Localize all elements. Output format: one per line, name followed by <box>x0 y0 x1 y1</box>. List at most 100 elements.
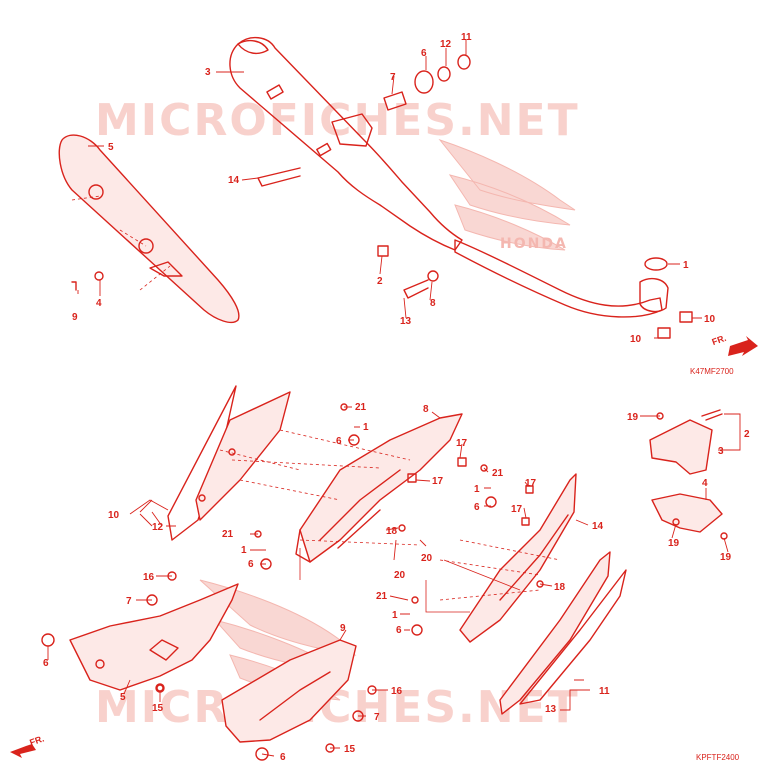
shield-emblem <box>149 261 183 277</box>
callout-5: 5 <box>120 692 126 703</box>
callout-19: 19 <box>627 412 639 423</box>
callout-3: 3 <box>205 67 211 78</box>
callout-6: 6 <box>474 502 480 513</box>
diagram-code-top: K47MF2700 <box>690 367 734 376</box>
bushing <box>383 91 407 111</box>
callout-6: 6 <box>280 752 286 763</box>
nut-10a <box>679 311 693 323</box>
callout-1: 1 <box>241 545 247 556</box>
lower-cover-recess <box>149 639 179 661</box>
callout-18: 18 <box>554 582 566 593</box>
callout-21: 21 <box>222 529 234 540</box>
callout-4: 4 <box>96 298 102 309</box>
center-frame-cover <box>299 413 463 563</box>
callout-8: 8 <box>423 404 429 415</box>
callout-16: 16 <box>391 686 403 697</box>
right-outer-cover-panel <box>519 569 627 705</box>
callout-13: 13 <box>545 704 557 715</box>
callout-11: 11 <box>599 686 610 697</box>
cover-hole <box>95 659 105 669</box>
nut-2 <box>377 245 389 257</box>
bolt-13 <box>403 279 429 299</box>
callout-19: 19 <box>720 552 732 563</box>
bracket-10-12 <box>129 499 169 527</box>
mounting-bolt-14 <box>257 167 301 187</box>
callout-19: 19 <box>668 538 680 549</box>
callout-21: 21 <box>355 402 367 413</box>
callout-20: 20 <box>421 553 433 564</box>
rubber-mount <box>414 70 434 94</box>
callout-4: 4 <box>702 478 708 489</box>
shield-hole <box>88 184 104 200</box>
front-label: FR. <box>28 733 45 747</box>
callout-6: 6 <box>336 436 342 447</box>
callout-12: 12 <box>440 39 452 50</box>
rear-bracket <box>649 419 713 475</box>
exhaust-pipe-flange <box>639 277 669 313</box>
front-arrow-bottom: FR. <box>10 733 45 758</box>
callout-7: 7 <box>374 712 380 723</box>
nut-10b <box>657 327 671 339</box>
callout-10: 10 <box>704 314 716 325</box>
callout-11: 11 <box>461 32 472 43</box>
bracket-clip <box>701 409 723 421</box>
muffler-slot <box>266 84 284 100</box>
callout-17: 17 <box>525 478 537 489</box>
callout-1: 1 <box>392 610 398 621</box>
callout-1: 1 <box>474 484 480 495</box>
diagram-code-bottom: KPFTF2400 <box>696 753 740 762</box>
callout-2: 2 <box>377 276 383 287</box>
lower-center-cover <box>221 639 357 743</box>
callout-14: 14 <box>592 521 604 532</box>
callout-2: 2 <box>744 429 750 440</box>
leader-lines-top <box>77 40 702 339</box>
callout-13: 13 <box>400 316 412 327</box>
muffler-body <box>229 37 463 251</box>
callout-15: 15 <box>152 703 164 714</box>
frame-cover-edge <box>295 529 311 563</box>
right-frame-cover <box>459 473 577 643</box>
muffler-heat-shield <box>58 134 240 324</box>
shield-hole <box>138 238 154 254</box>
lower-cover-rib <box>259 671 331 721</box>
cover-hole <box>228 448 236 456</box>
shield-bolt-9 <box>71 281 77 291</box>
callout-6: 6 <box>396 625 402 636</box>
wing-logo-watermark-top <box>438 138 576 251</box>
callout-1: 1 <box>363 422 369 433</box>
shield-collar-4 <box>94 271 104 281</box>
callout-5: 5 <box>108 142 114 153</box>
front-label: FR. <box>711 333 728 347</box>
callout-3: 3 <box>718 446 724 457</box>
callout-6: 6 <box>43 658 49 669</box>
callout-21: 21 <box>492 468 504 479</box>
left-side-cover <box>195 391 291 521</box>
callout-9: 9 <box>340 623 346 634</box>
callout-18: 18 <box>386 526 398 537</box>
callout-1: 1 <box>683 260 689 271</box>
callout-14: 14 <box>228 175 240 186</box>
side-cover-assembly: 21 1 6 8 17 17 21 1 6 17 17 14 10 12 18 … <box>10 385 750 763</box>
callout-10: 10 <box>108 510 120 521</box>
callout-17: 17 <box>456 438 468 449</box>
callout-12: 12 <box>152 522 164 533</box>
muffler-assembly: 3 6 12 11 7 5 14 2 9 4 8 13 1 10 10 FR. … <box>58 32 758 376</box>
callout-6: 6 <box>421 48 427 59</box>
callout-17: 17 <box>432 476 444 487</box>
guide-lines <box>71 195 171 291</box>
right-cover-rib <box>499 514 569 601</box>
brand-watermark: HONDA <box>500 236 568 252</box>
callout-21: 21 <box>376 591 388 602</box>
callout-6: 6 <box>248 559 254 570</box>
callout-17: 17 <box>511 504 523 515</box>
side-bracket <box>651 493 723 533</box>
bottom-guide-brackets <box>299 548 521 613</box>
front-arrow-top: FR. <box>711 333 758 356</box>
muffler-slot <box>316 142 332 157</box>
leader-lines-bottom <box>47 406 741 757</box>
right-outer-cover <box>499 551 611 715</box>
washer <box>457 54 471 70</box>
callout-10: 10 <box>630 334 642 345</box>
bottom-guide-lines <box>219 429 561 601</box>
